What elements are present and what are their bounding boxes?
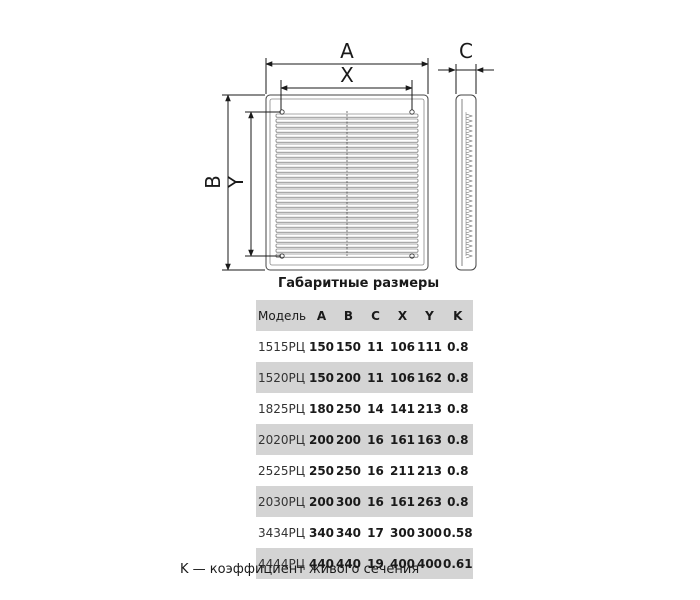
cell-value: 150: [308, 362, 335, 393]
cell-model: 1825РЦ: [258, 401, 306, 416]
header-a: A: [308, 300, 335, 331]
cell-value: 211: [389, 463, 416, 478]
cell-value: 16: [367, 463, 384, 478]
header-c: C: [362, 300, 389, 331]
cell-value: 440: [308, 548, 335, 579]
header-b: B: [335, 300, 362, 331]
cell-value: 0.8: [447, 401, 469, 416]
cell-model: 2030РЦ: [256, 486, 308, 517]
cell-value: 150: [335, 339, 362, 354]
cell-value: 162: [416, 362, 443, 393]
cell-value: 106: [389, 362, 416, 393]
cell-value: 0.58: [443, 525, 473, 540]
header-model: Модель: [256, 300, 308, 331]
dimension-c: [438, 64, 494, 94]
cell-model: 2020РЦ: [256, 424, 308, 455]
cell-value: 14: [367, 401, 384, 416]
cell-value: 0.8: [447, 463, 469, 478]
cell-value: 106: [389, 339, 416, 354]
cell-value: 111: [416, 339, 443, 354]
cell-value: 163: [416, 424, 443, 455]
cell-value: 17: [367, 525, 384, 540]
cell-value: 0.8: [447, 339, 469, 354]
dimension-x: [280, 80, 413, 110]
cell-value: 11: [367, 339, 384, 354]
cell-value: 340: [335, 525, 362, 540]
cell-value: 213: [416, 401, 443, 416]
cell-value: 250: [308, 463, 335, 478]
cell-value: 200: [335, 424, 362, 455]
cell-value: 19: [362, 548, 389, 579]
cell-value: 0.8: [443, 424, 473, 455]
label-y: Y: [224, 175, 248, 189]
cell-value: 263: [416, 486, 443, 517]
cell-value: 400: [389, 548, 416, 579]
cell-value: 0.8: [443, 362, 473, 393]
cell-model: 1515РЦ: [258, 339, 306, 354]
cell-value: 0.8: [443, 486, 473, 517]
cell-value: 161: [389, 424, 416, 455]
dimension-b: [222, 94, 265, 271]
table-title: Габаритные размеры: [278, 276, 440, 291]
cell-model: 3434РЦ: [258, 525, 306, 540]
cell-value: 440: [335, 548, 362, 579]
cell-value: 200: [308, 424, 335, 455]
label-a: A: [340, 39, 354, 63]
cell-value: 0.61: [443, 548, 473, 579]
header-k: K: [443, 300, 473, 331]
grille-inner-frame: [269, 98, 425, 266]
cell-value: 16: [362, 486, 389, 517]
cell-value: 161: [389, 486, 416, 517]
cell-value: 16: [362, 424, 389, 455]
cell-value: 200: [335, 362, 362, 393]
cell-value: 150: [308, 339, 335, 354]
cell-model: 2525РЦ: [258, 463, 306, 478]
cell-value: 300: [335, 486, 362, 517]
label-x: X: [340, 63, 354, 87]
cell-value: 11: [362, 362, 389, 393]
cell-value: 250: [335, 463, 362, 478]
table-header-row: Модель A B C X Y K: [256, 300, 473, 331]
grille-frame: [265, 94, 429, 271]
cell-model: 1520РЦ: [256, 362, 308, 393]
footnote: K — коэффициент живого сечения: [180, 562, 420, 577]
cell-value: 340: [308, 525, 335, 540]
cell-value: 300: [389, 525, 416, 540]
cell-value: 250: [335, 401, 362, 416]
cell-model: 4444РЦ: [256, 548, 308, 579]
grille-drawing: A X B Y C: [201, 39, 494, 271]
label-b: B: [201, 175, 225, 189]
cell-value: 180: [308, 401, 335, 416]
label-c: C: [459, 39, 473, 63]
dimension-a: [265, 58, 429, 94]
header-y: Y: [416, 300, 443, 331]
header-x: X: [389, 300, 416, 331]
cell-value: 300: [416, 525, 443, 540]
grille-side-view: [455, 94, 477, 271]
cell-value: 400: [416, 548, 443, 579]
cell-value: 141: [389, 401, 416, 416]
cell-value: 213: [416, 463, 443, 478]
cell-value: 200: [308, 486, 335, 517]
dimension-y: [245, 111, 281, 257]
